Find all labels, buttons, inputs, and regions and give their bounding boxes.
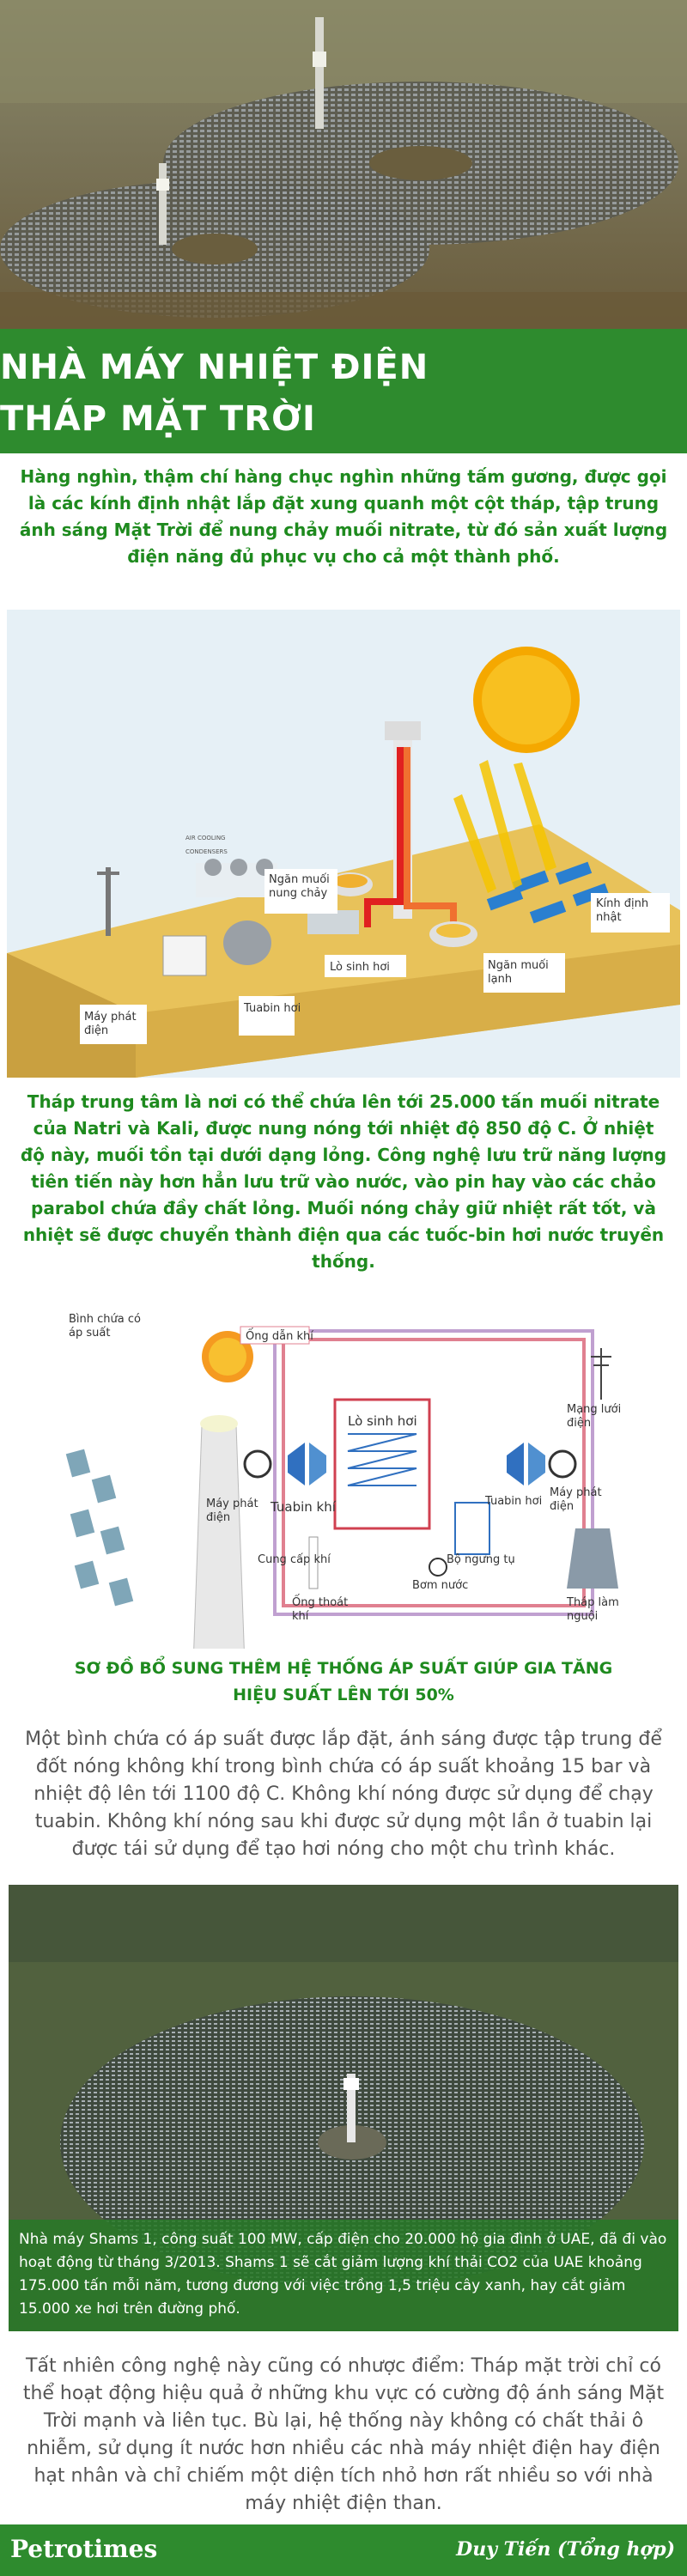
label-gas-turbine: Tuabin khí bbox=[270, 1499, 337, 1515]
label-line-2: nung chảy bbox=[269, 887, 327, 900]
label-condenser: Bộ ngưng tụ bbox=[447, 1553, 515, 1566]
intro-text: Hàng nghìn, thậm chí hàng chục nghìn nhữ… bbox=[19, 466, 668, 567]
photo-caption: Nhà máy Shams 1, công suất 100 MW, cấp đ… bbox=[19, 2231, 667, 2318]
label-line-2: áp suất bbox=[69, 1327, 110, 1340]
label-line-2: điện bbox=[206, 1511, 230, 1524]
title-line-1: NHÀ MÁY NHIỆT ĐIỆN bbox=[0, 348, 429, 387]
label-air-supply: Cung cấp khí bbox=[258, 1553, 331, 1566]
footer: Petrotimes Duy Tiến (Tổng hợp) bbox=[0, 2524, 687, 2576]
label-line-2: lạnh bbox=[488, 973, 512, 986]
diagram2-caption: SƠ ĐỒ BỔ SUNG THÊM HỆ THỐNG ÁP SUẤT GIÚP… bbox=[74, 1659, 613, 1704]
label-steam-gen: Lò sinh hơi bbox=[330, 961, 390, 974]
turbine-shape bbox=[223, 920, 271, 965]
label-line-2: CONDENSERS bbox=[185, 848, 228, 855]
label-line-2: khí bbox=[292, 1610, 309, 1623]
label-line-2: điện bbox=[550, 1500, 574, 1513]
tower-text: Tháp trung tâm là nơi có thể chứa lên tớ… bbox=[20, 1091, 667, 1272]
label-line-2: điện bbox=[567, 1417, 591, 1430]
label-steam-turbine: Tuabin hơi bbox=[484, 1495, 542, 1508]
title-banner: NHÀ MÁY NHIỆT ĐIỆN THÁP MẶT TRỜI bbox=[0, 329, 687, 453]
label-line-2: điện bbox=[84, 1024, 108, 1037]
photo-caption-box: Nhà máy Shams 1, công suất 100 MW, cấp đ… bbox=[9, 2220, 678, 2331]
label-line-2: nhật bbox=[596, 911, 622, 924]
footer-brand: Petrotimes bbox=[10, 2535, 158, 2563]
top-photo bbox=[0, 0, 687, 329]
label-turbine: Tuabin hơi bbox=[243, 1002, 301, 1015]
footer-author: Duy Tiến (Tổng hợp) bbox=[456, 2538, 675, 2561]
closing-text: Tất nhiên công nghệ này cũng có nhược đi… bbox=[22, 2355, 665, 2514]
label-line-2: nguội bbox=[567, 1610, 598, 1623]
boiler-shape bbox=[333, 1398, 431, 1530]
label-air-pipe: Ống dẫn khí bbox=[246, 1328, 313, 1343]
label-water-pump: Bơm nước bbox=[412, 1579, 468, 1592]
solar-field-image bbox=[0, 0, 687, 329]
title-line-2: THÁP MẶT TRỜI bbox=[0, 399, 316, 439]
pressure-text: Một bình chứa có áp suất được lắp đặt, á… bbox=[25, 1728, 662, 1860]
label-boiler: Lò sinh hơi bbox=[348, 1413, 417, 1429]
